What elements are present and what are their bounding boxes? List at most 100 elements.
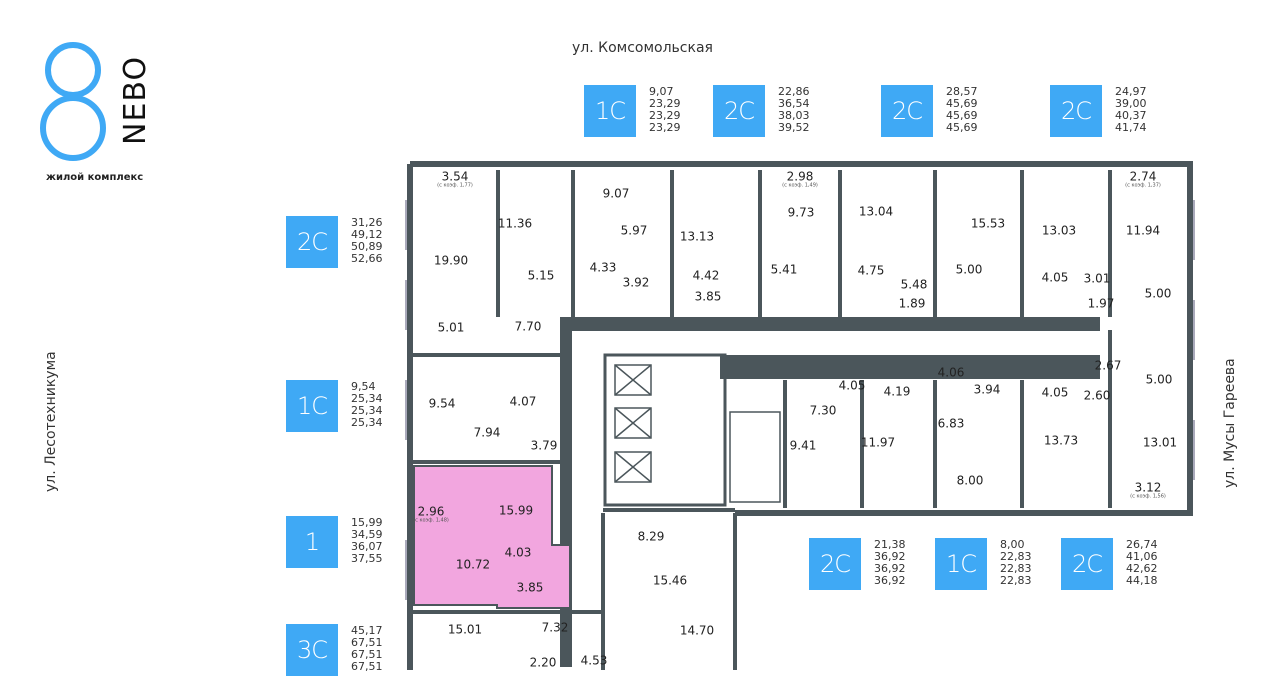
room-area: 5.41 — [770, 262, 798, 277]
room-area: 1.89 — [898, 296, 926, 311]
room-area: 15.01 — [447, 622, 483, 637]
room-area: 2.74 — [1129, 169, 1157, 184]
area-value: 36,07 — [351, 540, 383, 553]
room-area-label: 5.41 — [770, 262, 798, 277]
area-value: 9,07 — [649, 85, 674, 98]
area-value: 67,51 — [351, 648, 383, 661]
room-area-label: 1.89 — [898, 296, 926, 311]
room-area-label: 2.20 — [530, 657, 557, 669]
room-area-label: 2.98(с коэф. 1,49) — [782, 169, 818, 189]
room-area-label: 7.32 — [541, 620, 569, 635]
room-area-label: 11.94 — [1126, 225, 1160, 237]
area-value: 45,69 — [946, 109, 978, 122]
room-area-label: 15.53 — [971, 218, 1005, 230]
room-area-label: 7.70 — [515, 321, 542, 333]
area-value: 37,55 — [351, 552, 383, 565]
room-area-label: 8.29 — [637, 529, 665, 544]
area-value: 31,26 — [351, 216, 383, 229]
room-area: 3.01 — [1083, 271, 1111, 286]
room-area-label: 3.12(с коэф. 1,56) — [1130, 482, 1166, 500]
room-area-label: 13.03 — [1042, 225, 1076, 237]
area-value: 45,69 — [946, 121, 978, 134]
room-area-label: 4.05 — [838, 378, 866, 393]
apartment-type-badge[interactable]: 1С — [584, 85, 636, 137]
room-area: 9.41 — [789, 438, 817, 453]
room-area: 9.07 — [602, 186, 630, 201]
area-value: 52,66 — [351, 252, 383, 265]
room-area-label: 3.54(с коэф. 1,77) — [437, 169, 473, 189]
street-top: ул. Комсомольская — [572, 40, 713, 56]
room-area-label: 3.01 — [1083, 271, 1111, 286]
room-area: 2.98 — [786, 169, 814, 184]
room-area-label: 5.01 — [438, 322, 465, 334]
room-area-label: 2.96(с коэф. 1,48) — [413, 504, 449, 524]
room-area-label: 4.19 — [883, 384, 911, 399]
room-area-label: 5.97 — [621, 225, 648, 237]
room-area: 13.13 — [679, 229, 715, 244]
apartment-type-badge[interactable]: 2С — [713, 85, 765, 137]
room-area: 5.15 — [527, 268, 555, 283]
area-value: 41,74 — [1115, 121, 1147, 134]
room-area-label: 2.60 — [1084, 390, 1111, 402]
room-area: 4.53 — [580, 653, 608, 668]
room-area: 19.90 — [433, 253, 469, 268]
room-area-label: 6.83 — [938, 418, 965, 430]
area-value: 36,92 — [874, 574, 906, 587]
room-area-label: 9.41 — [789, 438, 817, 453]
room-area: 4.05 — [838, 378, 866, 393]
room-area: 4.19 — [883, 384, 911, 399]
area-value: 40,37 — [1115, 109, 1147, 122]
room-area: 5.48 — [900, 277, 928, 292]
room-area: 11.97 — [860, 435, 896, 450]
room-area: 4.05 — [1041, 385, 1069, 400]
area-value: 8,00 — [1000, 538, 1025, 551]
apartment-type-badge[interactable]: 2С — [1061, 538, 1113, 590]
room-area-label: 4.42 — [693, 270, 720, 282]
room-area-label: 5.00 — [1146, 374, 1173, 386]
apartment-type-badge[interactable]: 3С — [286, 624, 338, 676]
apartment-type-badge[interactable]: 2С — [881, 85, 933, 137]
logo-eight-mark — [40, 42, 106, 161]
apartment-type-badge[interactable]: 2С — [809, 538, 861, 590]
room-area-label: 3.85 — [695, 291, 722, 303]
room-area-label: 9.73 — [788, 207, 815, 219]
apartment-type-badge[interactable]: 1С — [286, 380, 338, 432]
apartment-type-badge[interactable]: 2С — [1050, 85, 1102, 137]
room-area: 1.97 — [1087, 296, 1115, 311]
room-area-label: 19.90 — [433, 253, 469, 268]
room-area-label: 3.94 — [973, 382, 1001, 397]
area-value: 44,18 — [1126, 574, 1158, 587]
room-area: 7.30 — [809, 403, 837, 418]
room-area-label: 9.54 — [428, 396, 456, 411]
area-value: 25,34 — [351, 392, 383, 405]
area-value: 42,62 — [1126, 562, 1158, 575]
room-area-label: 8.00 — [957, 475, 984, 487]
room-area: 7.32 — [541, 620, 569, 635]
room-area: 4.03 — [504, 545, 532, 560]
room-area: 9.54 — [428, 396, 456, 411]
apartment-type-badge[interactable]: 1С — [935, 538, 987, 590]
area-value: 38,03 — [778, 109, 810, 122]
area-value: 45,69 — [946, 97, 978, 110]
apartment-type-badge[interactable]: 2С — [286, 216, 338, 268]
room-area: 8.29 — [637, 529, 665, 544]
area-value: 41,06 — [1126, 550, 1158, 563]
room-area: 3.54 — [441, 169, 469, 184]
room-area-label: 4.05 — [1041, 385, 1069, 400]
room-area: 15.99 — [498, 503, 534, 518]
area-value: 50,89 — [351, 240, 383, 253]
area-value: 25,34 — [351, 404, 383, 417]
area-value: 22,83 — [1000, 550, 1032, 563]
room-area: 2.96 — [417, 504, 445, 519]
area-value: 67,51 — [351, 636, 383, 649]
room-coefficient: (с коэф. 1,37) — [1125, 182, 1161, 189]
room-area-label: 2.74(с коэф. 1,37) — [1125, 169, 1161, 189]
apartment-type-badge[interactable]: 1 — [286, 516, 338, 568]
room-area: 3.94 — [973, 382, 1001, 397]
room-area-label: 5.00 — [1145, 288, 1172, 300]
